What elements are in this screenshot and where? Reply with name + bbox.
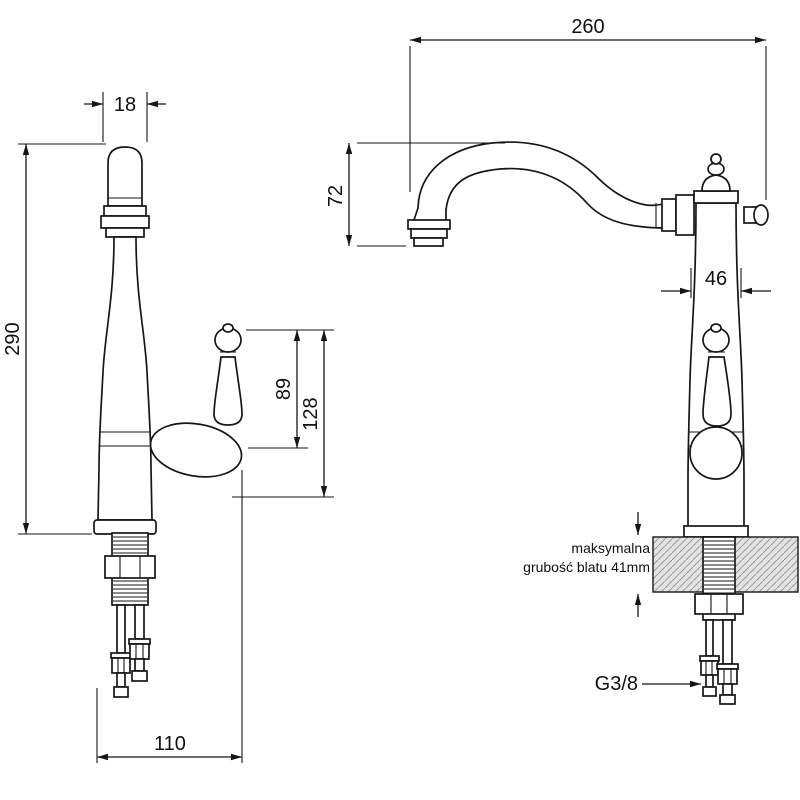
thread-size-label: G3/8 <box>595 673 638 695</box>
side-spout <box>407 141 695 247</box>
side-handle <box>689 323 743 480</box>
dim-label-110: 110 <box>154 733 186 755</box>
stud-cap <box>113 686 129 698</box>
stud-nut <box>111 657 131 674</box>
dim-label-89: 89 <box>273 378 295 400</box>
stud-cap <box>702 686 717 697</box>
end-knob-cap <box>753 204 769 226</box>
spout-tube <box>107 146 143 207</box>
stud-tip <box>705 674 714 688</box>
handle-boss <box>689 426 743 480</box>
dim-total-height: 290 <box>2 143 106 535</box>
outlet-aerator-collar <box>407 219 451 230</box>
dim-base-width: 110 <box>96 470 243 763</box>
dim-label-290: 290 <box>2 322 24 355</box>
aerator-ring <box>100 215 150 229</box>
dim-spout-tip-width: 18 <box>84 92 166 142</box>
stud <box>705 619 714 657</box>
countertop-thickness-note: maksymalna grubość blatu 41mm <box>523 512 650 617</box>
side-base <box>694 536 744 705</box>
stud-tip <box>134 658 145 672</box>
aerator-collar <box>103 205 147 217</box>
side-finial <box>693 153 739 204</box>
spout-outlet-left-edge <box>413 207 419 221</box>
base-flange <box>93 519 157 535</box>
stud-tip <box>116 672 126 688</box>
finial-dome <box>701 174 731 192</box>
stud-cap <box>131 670 148 682</box>
front-handle <box>213 323 243 426</box>
spout-sleeve-collar <box>675 194 695 236</box>
mounting-nut <box>104 555 156 579</box>
handle-knob-bead <box>710 323 722 333</box>
handle-knob-bead <box>222 323 234 333</box>
finial-top-knob <box>710 153 722 165</box>
stud <box>134 604 145 640</box>
dim-label-46: 46 <box>705 268 727 290</box>
outlet-aerator-tip <box>413 237 444 247</box>
stud-nut-facets <box>135 644 144 659</box>
dim-label-260: 260 <box>571 16 604 38</box>
dim-body-width: 46 <box>661 268 771 298</box>
spout-sleeve-ring <box>661 198 677 232</box>
stud-nut <box>129 643 150 660</box>
finial-plate <box>693 190 739 204</box>
dim-spout-reach: 260 <box>409 16 767 200</box>
mounting-nut <box>694 593 744 615</box>
stud-nut-facets <box>723 669 732 684</box>
stud-nut-facets <box>705 661 713 675</box>
dim-label-72: 72 <box>325 185 347 207</box>
front-base <box>93 519 157 698</box>
dim-handle-heights: 89 128 <box>232 329 334 498</box>
stud-nut <box>700 660 719 676</box>
stud-nut <box>717 668 738 685</box>
stud-cap <box>719 694 736 705</box>
base-flange <box>683 525 749 538</box>
mounting-nut-facets <box>119 556 141 578</box>
aerator-tip <box>105 227 145 238</box>
spout-lower-edge <box>445 167 667 229</box>
stud-nut-facets <box>117 658 125 673</box>
dim-label-128: 128 <box>300 397 322 430</box>
handle-grip <box>213 356 243 426</box>
side-end-knob <box>743 204 769 226</box>
stud <box>722 619 733 665</box>
countertop-note-line1: maksymalna <box>571 540 650 556</box>
thread-size-callout: G3/8 <box>595 673 701 695</box>
stud-tip <box>722 683 733 696</box>
side-view <box>407 141 799 705</box>
stud <box>116 604 126 654</box>
handle-grip <box>702 356 732 427</box>
spout-upper-edge <box>417 141 667 209</box>
front-spout-tip <box>100 146 150 238</box>
front-view <box>93 146 243 698</box>
countertop-note-line2: grubość blatu 41mm <box>523 559 650 575</box>
dim-label-18: 18 <box>114 94 136 116</box>
dim-spout-drop: 72 <box>325 142 505 247</box>
outlet-aerator-ring <box>410 228 448 239</box>
mounting-nut-facets <box>710 594 728 614</box>
front-body-outline <box>97 236 153 521</box>
handle-joint-horn <box>149 422 243 478</box>
